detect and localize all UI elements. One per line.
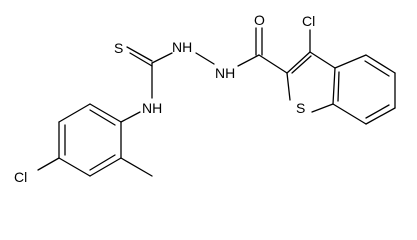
aryl-ring xyxy=(58,103,122,177)
bond-n-n xyxy=(195,52,215,65)
bond-methyl xyxy=(120,157,153,177)
thione-double-bond xyxy=(126,46,153,67)
structure-canvas: S NH NH O Cl S NH Cl xyxy=(14,12,396,185)
carbonyl-double-bond xyxy=(255,27,263,56)
bond-nh-carbonyl xyxy=(237,54,260,67)
bond-carbonyl-thiophene xyxy=(258,54,288,74)
atom-thiophene-sulfur: S xyxy=(296,100,305,116)
atom-thione-sulfur: S xyxy=(114,40,123,56)
bond-aryl-cl xyxy=(37,157,60,171)
atom-aryl-chlorine: Cl xyxy=(14,169,27,185)
molecule-drawing: S NH NH O Cl S NH Cl xyxy=(14,12,396,185)
atom-nh-hydrazide-lower: NH xyxy=(215,65,235,81)
bond-thiourea-c-nh xyxy=(151,52,173,64)
benzo-ring xyxy=(332,54,396,125)
thiophene-ring xyxy=(286,51,336,113)
atom-ring-chlorine: Cl xyxy=(302,13,315,29)
atom-nh-hydrazide-upper: NH xyxy=(172,39,192,55)
bond-nh-aryl-ring xyxy=(120,111,141,123)
atom-nh-aryl: NH xyxy=(142,100,162,116)
atom-carbonyl-oxygen: O xyxy=(254,12,265,28)
